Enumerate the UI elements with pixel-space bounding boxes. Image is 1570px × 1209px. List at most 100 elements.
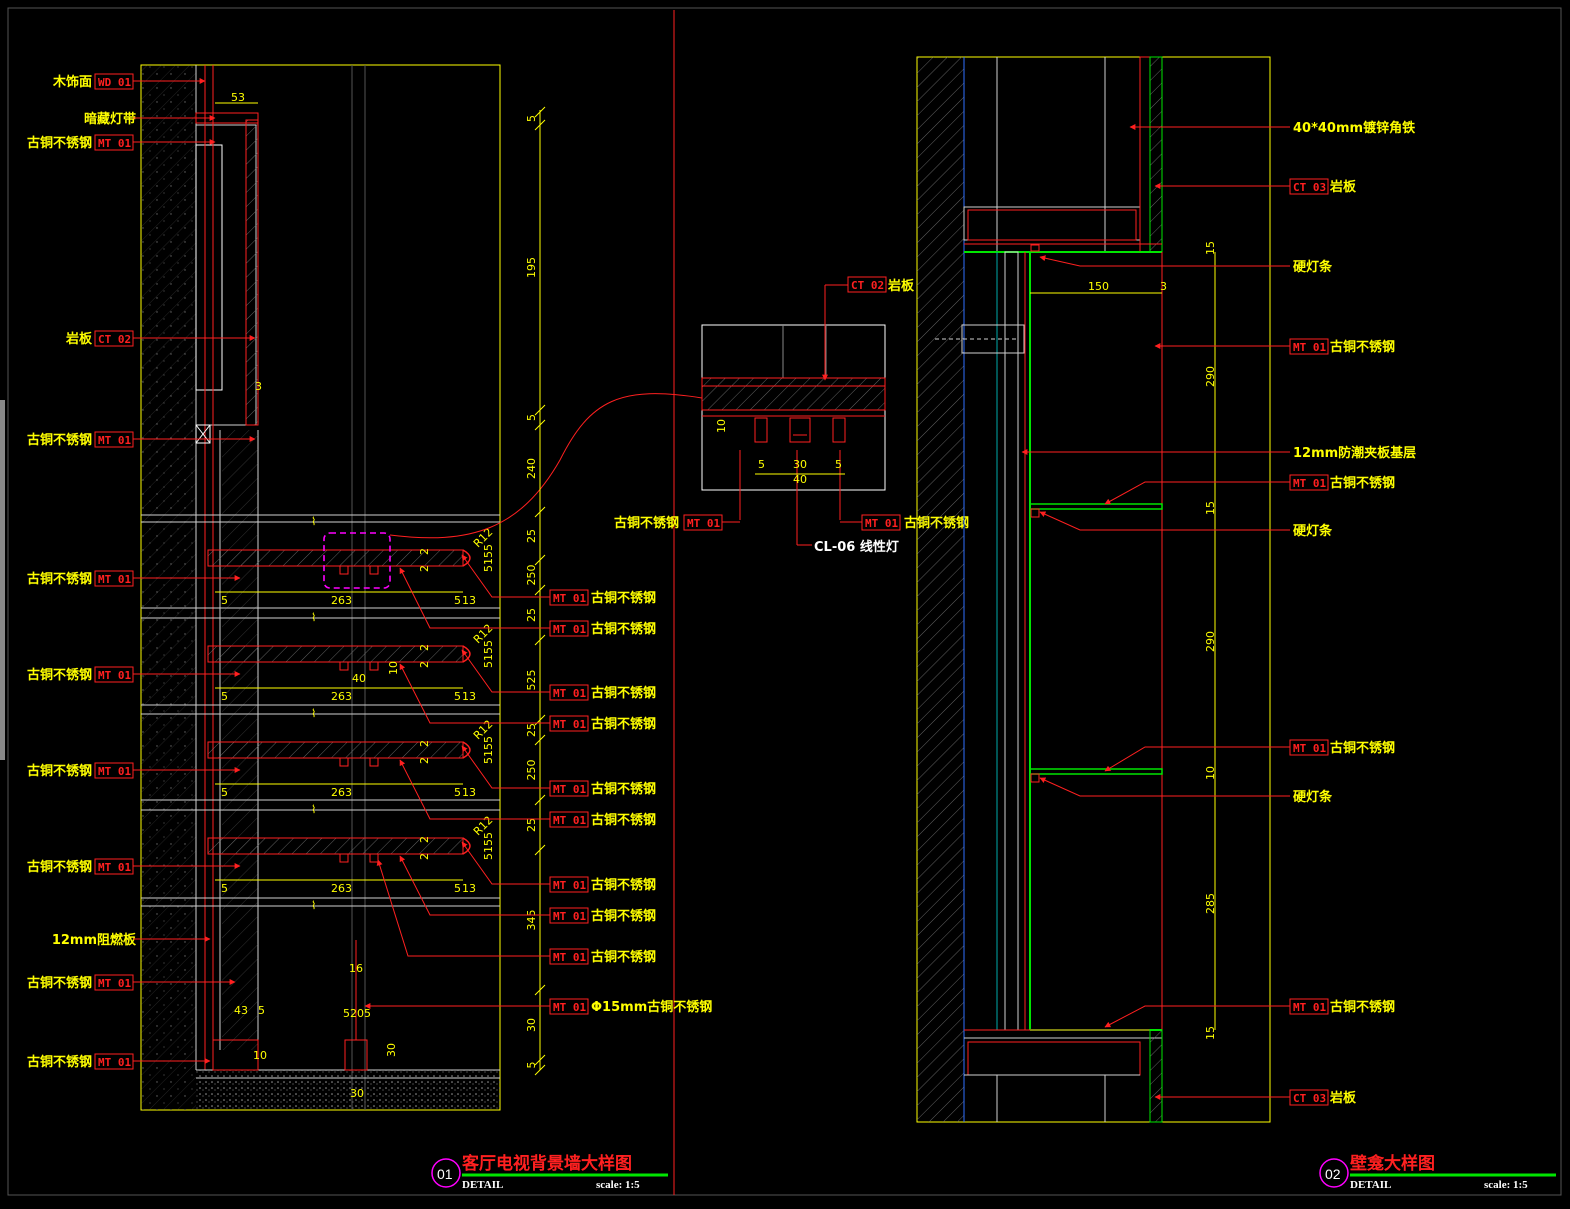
dim-base-16: 16 bbox=[349, 962, 363, 975]
mid-label-tag: MT 01 bbox=[553, 910, 586, 923]
dim-small-3: 3 bbox=[255, 380, 262, 393]
mid-leader-line bbox=[399, 663, 550, 724]
shelf-stack: 5155 bbox=[482, 544, 495, 572]
dim-tick bbox=[534, 404, 546, 416]
title-02-scale: scale: 1:5 bbox=[1484, 1179, 1528, 1191]
mid-label-text: 古铜不锈钢 bbox=[591, 590, 656, 606]
left-label-tag: MT 01 bbox=[98, 573, 131, 586]
vertical-dim-value: 25 bbox=[525, 529, 538, 543]
vertical-dim-value: 250 bbox=[525, 565, 538, 586]
mid-leader-line bbox=[376, 859, 550, 957]
dim-tick bbox=[534, 634, 546, 646]
mid-label-tag: MT 01 bbox=[553, 687, 586, 700]
mid-label-tag: MT 01 bbox=[553, 951, 586, 964]
shelf-thk: 2 bbox=[418, 836, 431, 843]
mid-label-text: 古铜不锈钢 bbox=[591, 685, 656, 701]
niche-dim-s3: 10 bbox=[1204, 766, 1217, 780]
niche-shelf-2 bbox=[1029, 768, 1163, 775]
right-label-tag: CT 03 bbox=[1293, 1092, 1326, 1105]
dim-top-width: 53 bbox=[231, 91, 245, 104]
left-label-text: 古铜不锈钢 bbox=[27, 135, 92, 151]
mid-label-text: 古铜不锈钢 bbox=[591, 621, 656, 637]
dim-tick bbox=[534, 734, 546, 746]
detail-callout-marker[interactable] bbox=[323, 532, 391, 589]
linear-light bbox=[339, 661, 349, 671]
mid-label-text: 古铜不锈钢 bbox=[591, 716, 656, 732]
right-label-text: 古铜不锈钢 bbox=[1330, 999, 1395, 1015]
shelf-end-prefix: 5 bbox=[454, 594, 461, 607]
shelf-inset: 5 bbox=[221, 882, 228, 895]
title-02-detail: DETAIL bbox=[1350, 1179, 1391, 1191]
linear-light bbox=[369, 853, 379, 863]
left-label-tag: MT 01 bbox=[98, 1056, 131, 1069]
title-02-text: 壁龛大样图 bbox=[1350, 1153, 1435, 1174]
right-label-tag: MT 01 bbox=[1293, 477, 1326, 490]
detail-right-tag: MT 01 bbox=[865, 517, 898, 530]
dim-tick bbox=[534, 584, 546, 596]
vertical-dim-value: 30 bbox=[525, 1018, 538, 1032]
left-label-text: 岩板 bbox=[65, 331, 93, 347]
niche-wall bbox=[917, 57, 964, 1122]
shelf-end-prefix: 5 bbox=[454, 786, 461, 799]
mid-leader-line bbox=[461, 649, 550, 693]
right-label-text: 岩板 bbox=[1329, 179, 1357, 195]
vertical-dim-value: 5 bbox=[525, 115, 538, 122]
detail-left-tag: MT 01 bbox=[687, 517, 720, 530]
left-label-tag: CT 02 bbox=[98, 333, 131, 346]
band-break-mark: ⌇ bbox=[311, 515, 316, 528]
title-01-detail: DETAIL bbox=[462, 1179, 503, 1191]
dim-tick bbox=[534, 1064, 546, 1076]
shelf-end: 13 bbox=[462, 690, 476, 703]
vertical-dim-value: 25 bbox=[525, 723, 538, 737]
mid-label-tag: MT 01 bbox=[553, 718, 586, 731]
mid-label-text: 古铜不锈钢 bbox=[591, 781, 656, 797]
mid-label-text: 古铜不锈钢 bbox=[591, 812, 656, 828]
shelf-depth: 263 bbox=[331, 594, 352, 607]
vertical-dim-value: 250 bbox=[525, 760, 538, 781]
right-label-text: 12mm防潮夹板基层 bbox=[1293, 445, 1416, 461]
detail-top-label: 岩板 bbox=[887, 278, 915, 294]
anchor-bolt bbox=[961, 324, 1025, 354]
dim-tick bbox=[534, 984, 546, 996]
title-block-02: 02 壁龛大样图 DETAIL scale: 1:5 bbox=[1319, 1153, 1556, 1191]
dim-base-43: 43 bbox=[234, 1004, 248, 1017]
vertical-dim-value: 525 bbox=[525, 670, 538, 691]
dim-tick bbox=[534, 794, 546, 806]
left-label-text: 古铜不锈钢 bbox=[27, 432, 92, 448]
shelf-thk: 2 bbox=[418, 740, 431, 747]
right-label-text: 硬灯条 bbox=[1293, 259, 1333, 275]
shelf-end: 13 bbox=[462, 882, 476, 895]
vertical-dim-value: 25 bbox=[525, 818, 538, 832]
title-block-01: 01 客厅电视背景墙大样图 DETAIL scale: 1:5 bbox=[431, 1153, 668, 1191]
shelf-thk: 2 bbox=[418, 548, 431, 555]
shelf-edge-radius bbox=[462, 645, 471, 663]
mid-leader-line bbox=[399, 567, 550, 629]
detail-dim-5a: 5 bbox=[758, 458, 765, 471]
shelf-thk: 2 bbox=[418, 757, 431, 764]
window-scrollbar[interactable] bbox=[0, 400, 5, 760]
mid-label-text: Φ15mm古铜不锈钢 bbox=[591, 999, 712, 1015]
mid-leader-line bbox=[399, 759, 550, 820]
dim-tick bbox=[534, 554, 546, 566]
title-01-number: 01 bbox=[437, 1166, 453, 1182]
right-label-text: 硬灯条 bbox=[1293, 523, 1333, 539]
dim-tick bbox=[534, 506, 546, 518]
middle-label-column: MT 01 古铜不锈钢 MT 01 古铜不锈钢 MT 01 古铜不锈钢 MT 01 古铜不锈钢… bbox=[364, 554, 712, 1015]
shelf-end: 13 bbox=[462, 594, 476, 607]
left-label-text: 木饰面 bbox=[52, 74, 92, 90]
shelf-thk: 2 bbox=[418, 644, 431, 651]
shelf-inset: 5 bbox=[221, 786, 228, 799]
linear-light bbox=[339, 757, 349, 767]
niche-dim-v3: 285 bbox=[1204, 893, 1217, 914]
niche-shelf-1 bbox=[1029, 503, 1163, 510]
linear-light bbox=[369, 661, 379, 671]
left-label-tag: MT 01 bbox=[98, 137, 131, 150]
detail-dim-40: 40 bbox=[793, 473, 807, 486]
shelf-depth: 263 bbox=[331, 690, 352, 703]
dim-base-10: 10 bbox=[253, 1049, 267, 1062]
mid-label-tag: MT 01 bbox=[553, 814, 586, 827]
niche-dim-v1: 290 bbox=[1204, 366, 1217, 387]
left-label-text: 古铜不锈钢 bbox=[27, 763, 92, 779]
